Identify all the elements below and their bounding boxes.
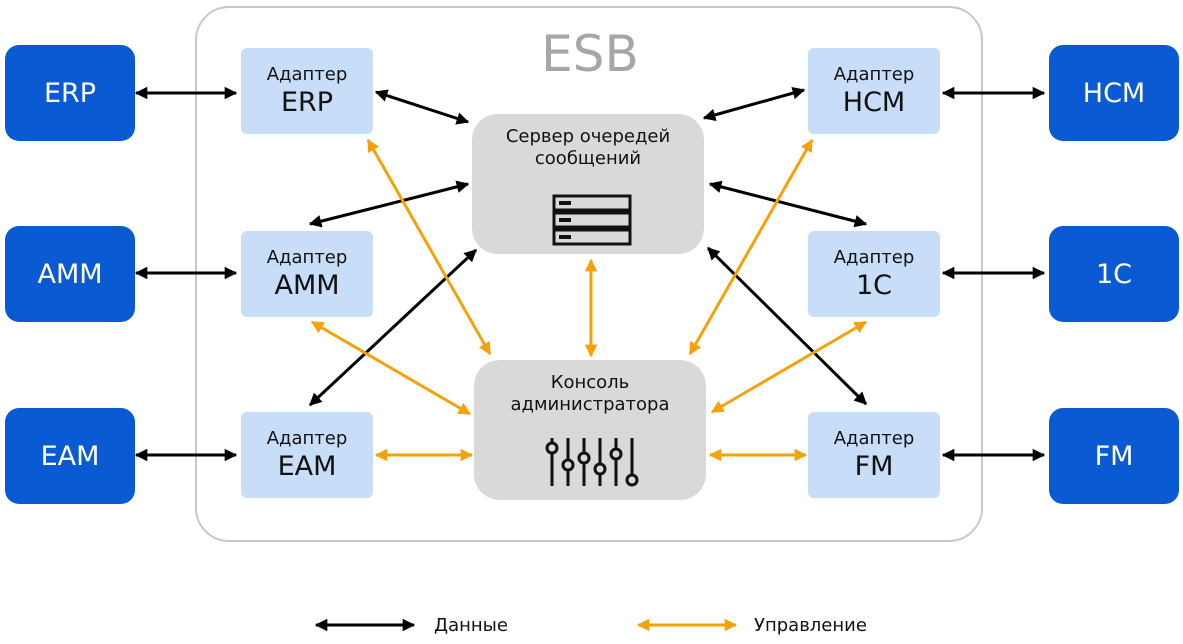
adapter-name: FM: [854, 451, 894, 482]
adapter-erp: Адаптер ERP: [241, 48, 373, 134]
system-fm: FM: [1049, 408, 1179, 504]
legend-control-label: Управление: [754, 615, 867, 636]
message-queue-server: Сервер очередей сообщений: [472, 114, 704, 254]
data-arrow: [708, 180, 868, 228]
adapter-name: HCM: [842, 87, 906, 118]
control-arrow: [310, 320, 472, 416]
control-arrow: [688, 138, 814, 356]
server-rack-icon: [552, 194, 632, 246]
sliders-icon: [545, 438, 639, 487]
esb-title: ESB: [541, 25, 639, 83]
adapter-label: Адаптер: [833, 428, 915, 449]
admin-console: Консоль администратора: [474, 360, 706, 500]
admin-console-label: Консоль администратора: [510, 372, 670, 415]
system-hcm: HCM: [1049, 45, 1179, 141]
control-arrow: [710, 320, 868, 414]
queue-server-label: Сервер очередей сообщений: [505, 126, 671, 169]
adapter-fm: Адаптер FM: [808, 412, 940, 498]
data-arrow: [308, 248, 478, 407]
data-arrow: [706, 246, 868, 406]
adapter-name: ERP: [280, 87, 334, 118]
data-arrow: [702, 86, 806, 122]
data-arrow: [374, 89, 470, 125]
adapter-label: Адаптер: [833, 64, 915, 85]
adapter-label: Адаптер: [266, 428, 348, 449]
adapter-label: Адаптер: [266, 64, 348, 85]
system-eam: EAM: [5, 408, 135, 504]
legend-data-label: Данные: [434, 615, 508, 636]
adapter-name: EAM: [277, 451, 337, 482]
system-1c: 1С: [1049, 226, 1179, 322]
system-amm: AMM: [5, 226, 135, 322]
adapter-eam: Адаптер EAM: [241, 412, 373, 498]
adapter-hcm: Адаптер HCM: [808, 48, 940, 134]
system-erp: ERP: [5, 45, 135, 141]
control-arrow: [366, 138, 492, 356]
data-arrow: [308, 180, 470, 228]
